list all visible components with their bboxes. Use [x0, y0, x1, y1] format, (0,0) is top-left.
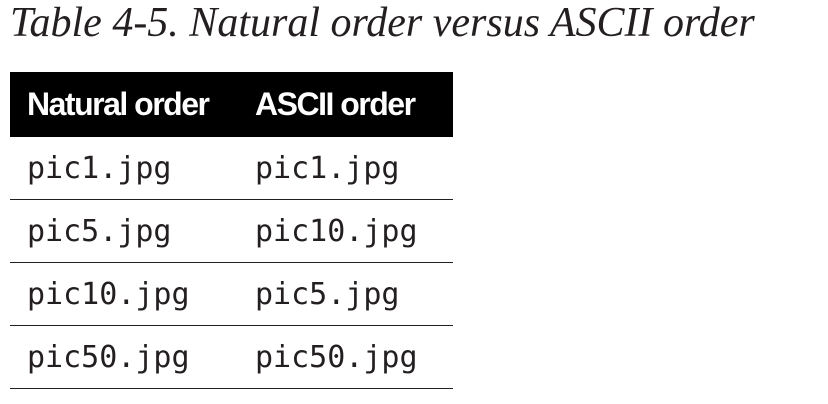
- ascii-order-cell: pic10.jpg: [255, 199, 453, 263]
- table-row: pic10.jpg pic5.jpg: [10, 262, 453, 326]
- ascii-order-cell: pic5.jpg: [255, 262, 453, 326]
- table-row: pic1.jpg pic1.jpg: [10, 137, 453, 200]
- table-row: pic50.jpg pic50.jpg: [10, 325, 453, 389]
- natural-order-cell: pic10.jpg: [10, 262, 255, 326]
- order-comparison-table: Natural order ASCII order pic1.jpg pic1.…: [10, 72, 453, 389]
- header-ascii-order: ASCII order: [255, 72, 453, 137]
- table-caption: Table 4-5. Natural order versus ASCII or…: [10, 0, 755, 46]
- table-row: pic5.jpg pic10.jpg: [10, 199, 453, 263]
- natural-order-cell: pic50.jpg: [10, 325, 255, 389]
- ascii-order-cell: pic50.jpg: [255, 325, 453, 389]
- table-header: Natural order ASCII order: [10, 72, 453, 137]
- header-row: Natural order ASCII order: [10, 72, 453, 137]
- header-natural-order: Natural order: [10, 72, 255, 137]
- table-body: pic1.jpg pic1.jpg pic5.jpg pic10.jpg pic…: [10, 137, 453, 389]
- ascii-order-cell: pic1.jpg: [255, 137, 453, 200]
- natural-order-cell: pic1.jpg: [10, 137, 255, 200]
- natural-order-cell: pic5.jpg: [10, 199, 255, 263]
